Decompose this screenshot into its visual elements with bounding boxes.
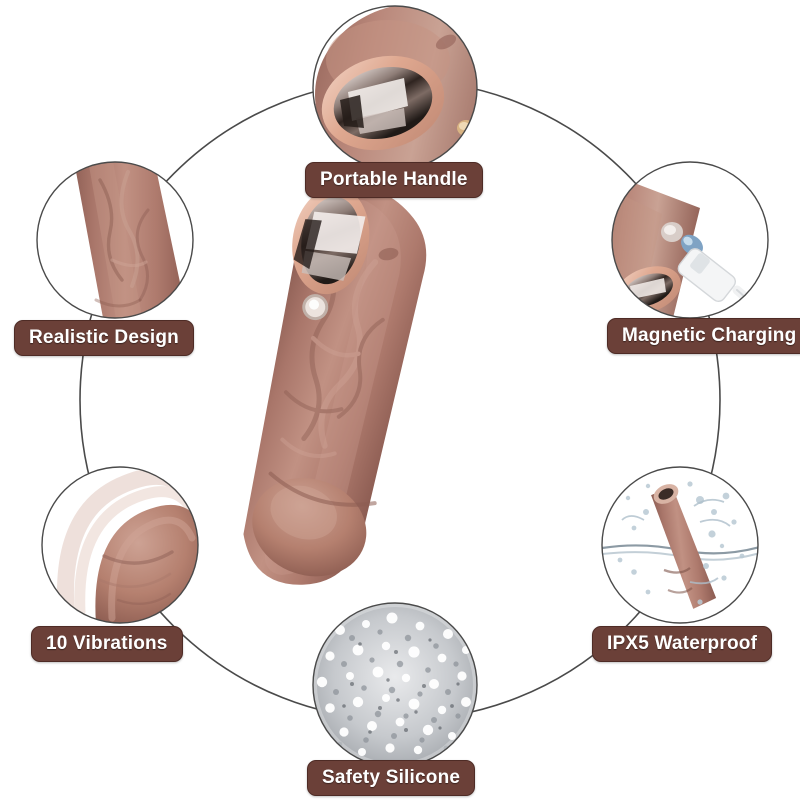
label-ipx5-waterproof[interactable]: IPX5 Waterproof (592, 626, 773, 662)
label-realistic-design[interactable]: Realistic Design (14, 320, 194, 356)
label-portable-handle[interactable]: Portable Handle (305, 162, 483, 198)
realistic-design-ring (36, 161, 194, 319)
waterproof-ring (601, 466, 759, 624)
silicone-granules-photo (313, 603, 477, 767)
label-10-vibrations-text: 10 Vibrations (46, 633, 168, 654)
realistic-design-photo (37, 162, 193, 318)
label-safety-silicone[interactable]: Safety Silicone (307, 760, 476, 796)
label-portable-handle-text: Portable Handle (320, 169, 468, 190)
water-splash-photo (602, 467, 758, 623)
label-magnetic-charging-text: Magnetic Charging (622, 325, 797, 346)
label-safety-silicone-text: Safety Silicone (322, 767, 461, 788)
label-magnetic-charging[interactable]: Magnetic Charging (607, 318, 800, 354)
product-body (243, 185, 427, 585)
vibrations-ring (41, 466, 199, 624)
label-10-vibrations[interactable]: 10 Vibrations (31, 626, 183, 662)
label-ipx5-waterproof-text: IPX5 Waterproof (607, 633, 758, 654)
label-realistic-design-text: Realistic Design (29, 327, 179, 348)
